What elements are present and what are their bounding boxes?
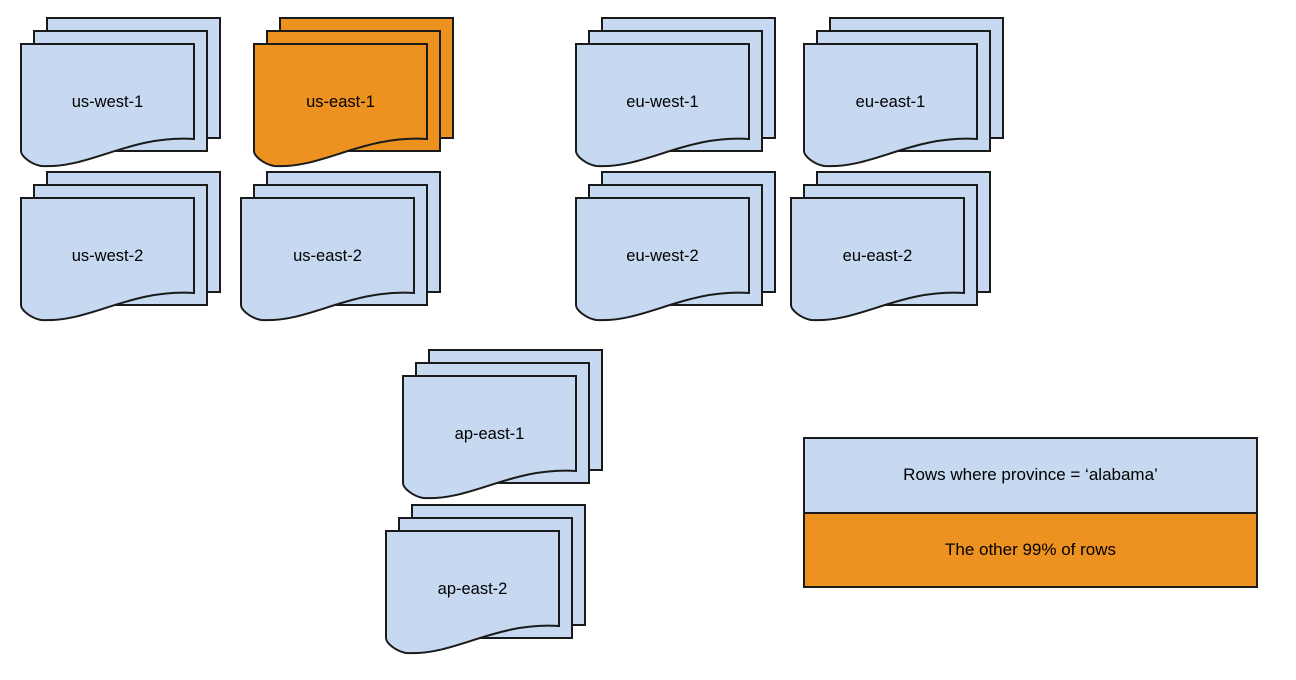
stack-shape-ap-east-1: [402, 349, 603, 500]
document-front-card: [20, 197, 195, 322]
document-stack-us-west-2[interactable]: us-west-2: [20, 171, 221, 333]
document-stack-eu-west-1[interactable]: eu-west-1: [575, 17, 776, 179]
legend: Rows where province = ‘alabama’ The other…: [803, 437, 1258, 588]
legend-highlight-label: The other 99% of rows: [944, 539, 1117, 559]
document-stack-us-east-1[interactable]: us-east-1: [253, 17, 454, 179]
document-stack-eu-west-2[interactable]: eu-west-2: [575, 171, 776, 333]
document-front-card: [20, 43, 195, 168]
stack-shape-eu-east-1: [803, 17, 1004, 168]
stack-shape-eu-east-2: [790, 171, 991, 322]
document-front-card: [803, 43, 978, 168]
legend-highlight: The other 99% of rows: [805, 513, 1256, 586]
document-front-card: [402, 375, 577, 500]
document-front-card: [575, 197, 750, 322]
document-stack-us-west-1[interactable]: us-west-1: [20, 17, 221, 179]
document-stack-ap-east-1[interactable]: ap-east-1: [402, 349, 603, 511]
stack-shape-eu-west-2: [575, 171, 776, 322]
document-front-card: [385, 530, 560, 655]
stack-shape-us-west-2: [20, 171, 221, 322]
stack-shape-ap-east-2: [385, 504, 586, 655]
document-front-card: [253, 43, 428, 168]
document-stack-eu-east-1[interactable]: eu-east-1: [803, 17, 1004, 179]
document-stack-ap-east-2[interactable]: ap-east-2: [385, 504, 586, 666]
stack-shape-us-west-1: [20, 17, 221, 168]
stack-shape-us-east-1: [253, 17, 454, 168]
stack-shape-eu-west-1: [575, 17, 776, 168]
document-front-card: [240, 197, 415, 322]
document-front-card: [790, 197, 965, 322]
document-front-card: [575, 43, 750, 168]
document-stack-us-east-2[interactable]: us-east-2: [240, 171, 441, 333]
document-stack-eu-east-2[interactable]: eu-east-2: [790, 171, 991, 333]
stack-shape-us-east-2: [240, 171, 441, 322]
legend-normal-label: Rows where province = ‘alabama’: [903, 465, 1158, 485]
legend-normal: Rows where province = ‘alabama’: [805, 439, 1256, 514]
